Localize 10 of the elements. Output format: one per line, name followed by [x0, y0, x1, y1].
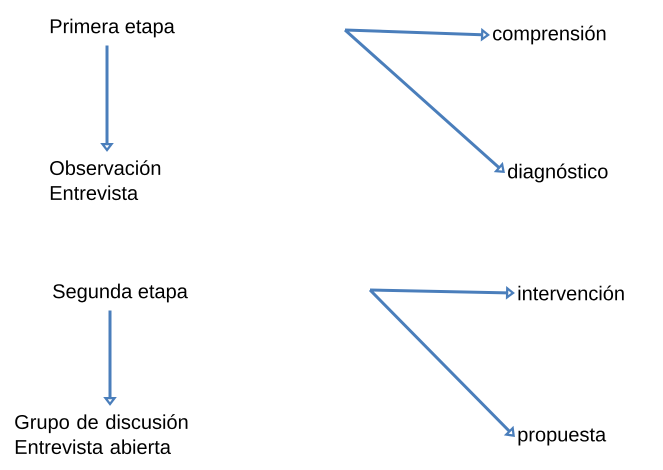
- arrow: [344, 28, 505, 173]
- text-label: Grupo de discusión Entrevista abierta: [15, 414, 188, 454]
- text-label: intervención: [518, 286, 624, 300]
- text-label: diagnóstico: [508, 164, 608, 182]
- text-label: propuesta: [518, 428, 606, 446]
- text-label: Primera etapa: [50, 18, 175, 38]
- text-label: Observación Entrevista: [50, 160, 160, 200]
- arrow: [368, 288, 515, 437]
- text-label: Segunda etapa: [53, 284, 188, 302]
- text-label: comprensión: [493, 26, 606, 44]
